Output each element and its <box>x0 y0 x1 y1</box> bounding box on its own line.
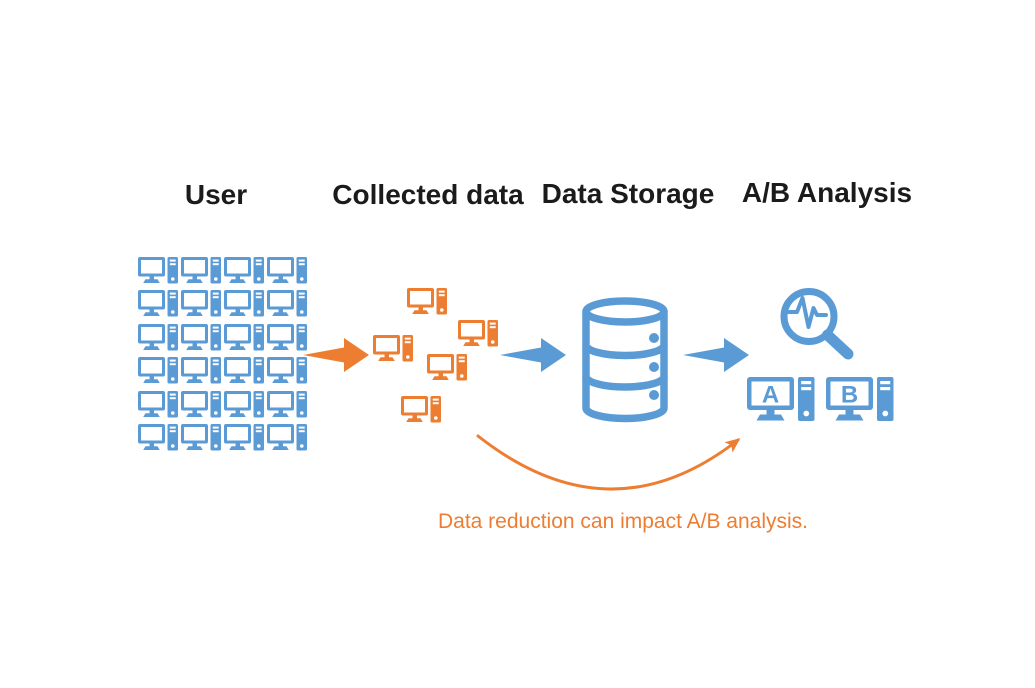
desktop-computer-icon <box>224 423 264 452</box>
desktop-computer-icon <box>267 423 307 452</box>
arrow-user-to-collected-icon <box>303 338 369 372</box>
desktop-computer-icon <box>427 354 467 382</box>
desktop-computer-icon <box>267 290 307 318</box>
desktop-computer-icon <box>373 335 413 363</box>
computer-a-icon: A <box>747 377 815 423</box>
desktop-computer-icon <box>267 357 307 385</box>
curved-arrow-icon <box>458 424 758 504</box>
desktop-computer-icon <box>138 357 178 385</box>
header-ab-analysis: A/B Analysis <box>741 177 913 208</box>
desktop-computer-icon <box>181 323 221 352</box>
desktop-computer-icon <box>224 390 264 419</box>
header-collected-data: Collected data <box>332 179 524 210</box>
desktop-computer-icon <box>181 390 221 419</box>
desktop-computer-icon <box>181 257 221 285</box>
screen-letter: A <box>762 382 779 409</box>
user-computers-grid <box>138 257 307 452</box>
arrow-storage-to-analysis-icon <box>683 338 749 372</box>
desktop-computer-icon <box>181 423 221 452</box>
desktop-computer-icon <box>224 257 264 285</box>
desktop-computer-icon <box>407 288 447 316</box>
desktop-computer-icon <box>181 357 221 385</box>
desktop-computer-icon <box>138 423 178 452</box>
database-icon <box>578 297 672 423</box>
desktop-computer-icon <box>138 257 178 285</box>
desktop-computer-icon <box>138 323 178 352</box>
header-user: User <box>184 179 248 210</box>
pulse-magnifier-icon <box>778 283 858 361</box>
desktop-computer-icon <box>267 390 307 419</box>
arrow-collected-to-storage-icon <box>500 338 566 372</box>
annotation-text: Data reduction can impact A/B analysis. <box>437 510 809 533</box>
desktop-computer-icon <box>138 290 178 318</box>
header-data-storage: Data Storage <box>541 178 715 209</box>
desktop-computer-icon <box>267 323 307 352</box>
desktop-computer-icon <box>138 390 178 419</box>
desktop-computer-icon <box>224 357 264 385</box>
screen-letter: B <box>841 382 858 409</box>
desktop-computer-icon <box>224 323 264 352</box>
desktop-computer-icon <box>458 320 498 348</box>
computer-b-icon: B <box>826 377 894 423</box>
desktop-computer-icon <box>224 290 264 318</box>
desktop-computer-icon <box>181 290 221 318</box>
desktop-computer-icon <box>267 257 307 285</box>
desktop-computer-icon <box>401 396 441 424</box>
